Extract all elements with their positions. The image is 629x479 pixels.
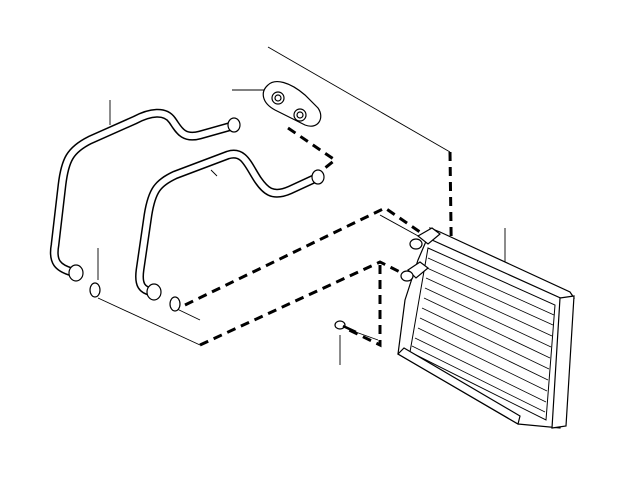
leader-lines xyxy=(97,46,506,365)
o-ring-seal-1 xyxy=(89,282,101,298)
pipe-2-top-fitting xyxy=(311,169,325,185)
leader-line-pipe-2 xyxy=(210,169,218,177)
dashed-line-lower-pipe-to-core xyxy=(199,260,413,347)
leader-line-oring-1b xyxy=(97,297,201,346)
pipe-2-end-fitting xyxy=(146,283,162,301)
radiator-bottom-rail xyxy=(397,347,521,425)
dashed-line-upper-pipe-to-core xyxy=(184,206,421,307)
radiator-ports xyxy=(400,227,441,282)
dashed-line-screw xyxy=(344,265,382,348)
dashed-line-flange-to-pipe xyxy=(287,126,338,174)
leader-line-oring-2 xyxy=(174,307,201,321)
pipe-1-end-fitting xyxy=(68,264,84,282)
mounting-screw xyxy=(334,320,357,334)
radiator-end-tank xyxy=(551,295,575,429)
leader-line-flange-to-core xyxy=(267,46,451,153)
inlet-pipe xyxy=(49,108,241,282)
leader-line-core-port xyxy=(379,214,421,238)
o-ring-seal-2 xyxy=(169,296,181,312)
pipe-1-top-fitting xyxy=(227,117,241,133)
outlet-pipe xyxy=(135,149,325,301)
connection-flange xyxy=(262,81,322,127)
heater-core-radiator xyxy=(397,227,575,429)
radiator-fins xyxy=(411,257,555,413)
